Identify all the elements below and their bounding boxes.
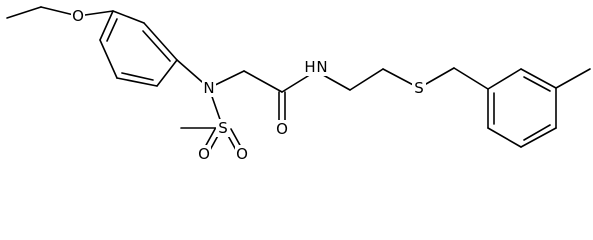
atom-amine-nitrogen: N	[203, 79, 214, 97]
atom-bg-amine-nitrogen	[202, 79, 216, 97]
ring1-bond-4	[116, 77, 158, 87]
atom-sulfonyl-oxygen-right: O	[236, 145, 248, 163]
bond-ch2-co	[243, 70, 283, 93]
bond-ring-ch3	[555, 68, 591, 89]
bond-layer	[6, 6, 591, 151]
bond-ch2-aryl	[453, 67, 489, 90]
ring1-double-2	[121, 72, 154, 81]
ring1-double-3	[106, 18, 118, 42]
ring1-bond-2	[143, 22, 178, 61]
ring2-double-1	[523, 76, 551, 92]
atom-bg-sulfonyl-oxygen-left	[197, 145, 211, 163]
bond-s-o-left-a	[204, 128, 216, 148]
atom-bg-sulfonyl-oxygen-right	[235, 145, 249, 163]
ring1-double-1	[142, 30, 171, 62]
ring2-bond-1	[487, 68, 522, 90]
atom-bg-amide-nh	[305, 58, 329, 76]
atom-bg-thioether-sulfur	[412, 79, 426, 97]
ring1-bond-1	[112, 10, 145, 24]
ring1-bond-6	[99, 10, 114, 41]
atom-sulfonyl-oxygen-left: O	[198, 145, 210, 163]
ring2-bond-2	[520, 68, 557, 89]
ring1-bond-5	[99, 39, 118, 79]
atom-carbonyl-oxygen: O	[276, 120, 288, 138]
bond-ch2-ch2	[349, 68, 384, 91]
ring2-bond-4	[520, 127, 557, 148]
atom-bg-sulfonyl-sulfur	[216, 119, 230, 137]
atom-bg-carbonyl-oxygen	[275, 120, 289, 138]
ring2-bond-5	[487, 127, 522, 148]
atom-sulfonyl-sulfur: S	[218, 119, 228, 137]
bond-s-o-right-b	[230, 128, 242, 148]
ring2-double-2	[523, 124, 551, 141]
atom-amide-nitrogen: N	[316, 58, 327, 76]
ring1-bond-3	[156, 59, 178, 87]
atom-label-layer: O N S O O O H N S	[71, 7, 426, 163]
atom-amide-hydrogen: H	[304, 58, 315, 76]
atom-ethoxy-oxygen: O	[72, 7, 84, 25]
chemical-structure-diagram: O N S O O O H N S	[6, 6, 591, 163]
atom-bg-ethoxy-oxygen	[71, 7, 85, 25]
atom-thioether-sulfur: S	[414, 79, 424, 97]
bond-ethyl-ch3-ch2	[6, 6, 42, 19]
